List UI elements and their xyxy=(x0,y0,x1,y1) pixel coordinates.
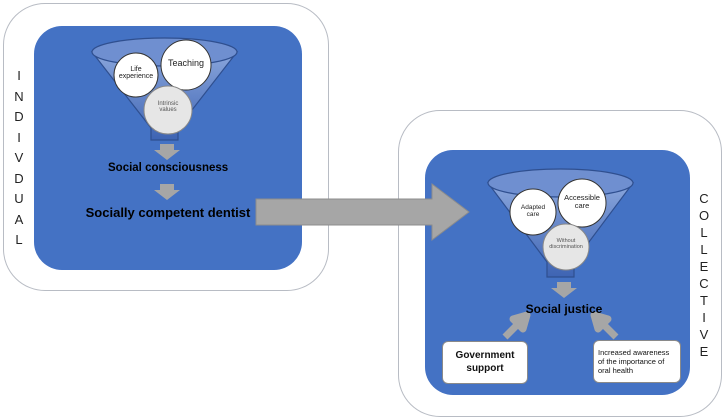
accessible-care-circle xyxy=(557,178,607,228)
collective-letter: O xyxy=(698,208,710,223)
individual-letter: L xyxy=(15,232,23,247)
collective-letter: L xyxy=(700,242,708,257)
individual-letter: I xyxy=(17,68,21,83)
collective-vertical-label: C O L L E C T I V E xyxy=(697,190,711,360)
teaching-label: Teaching xyxy=(167,58,205,68)
big-right-arrow xyxy=(255,182,470,242)
collective-letter: E xyxy=(699,259,709,274)
socially-competent-dentist-label: Socially competent dentist xyxy=(85,205,251,220)
individual-letter: A xyxy=(14,211,24,227)
accessible-care-label: Accessible care xyxy=(564,193,600,210)
teaching-circle xyxy=(160,39,212,91)
support-arrow-left xyxy=(502,311,531,340)
without-discrimination-label: Without discrimination xyxy=(549,238,583,250)
collective-letter: T xyxy=(700,293,708,308)
oral-health-awareness-box: Increased awareness of the importance of… xyxy=(593,340,681,383)
collective-letter: E xyxy=(699,344,709,359)
intrinsic-values-label: Intrinsic values xyxy=(157,101,179,114)
individual-letter: D xyxy=(14,170,24,186)
collective-letter: V xyxy=(699,327,709,342)
adapted-care-label: Adapted care xyxy=(520,204,546,218)
individual-vertical-label: I N D I V D U A L xyxy=(12,66,26,251)
individual-letter: D xyxy=(14,109,24,124)
collective-letter: C xyxy=(699,276,709,291)
individual-letter: I xyxy=(17,129,21,145)
government-support-label: Government support xyxy=(455,350,515,374)
support-arrow-right xyxy=(590,311,619,340)
social-consciousness-label: Social consciousness xyxy=(108,162,229,174)
collective-letter: I xyxy=(702,310,706,325)
collective-letter: L xyxy=(700,225,708,240)
down-arrow-2 xyxy=(154,184,180,200)
down-arrow-3 xyxy=(551,282,577,298)
collective-letter: C xyxy=(699,191,709,206)
oral-health-awareness-label: Increased awareness of the importance of… xyxy=(598,348,670,375)
social-justice-label: Social justice xyxy=(525,302,603,316)
individual-letter: U xyxy=(14,191,24,206)
life-experience-circle xyxy=(113,52,159,98)
intrinsic-values-circle xyxy=(143,85,193,135)
individual-letter: V xyxy=(14,150,24,165)
individual-letter: N xyxy=(14,88,24,104)
adapted-care-circle xyxy=(509,188,557,236)
government-support-box: Government support xyxy=(442,341,528,384)
down-arrow-1 xyxy=(154,144,180,160)
life-experience-label: Life experience xyxy=(118,66,154,81)
without-discrimination-circle xyxy=(542,223,590,271)
